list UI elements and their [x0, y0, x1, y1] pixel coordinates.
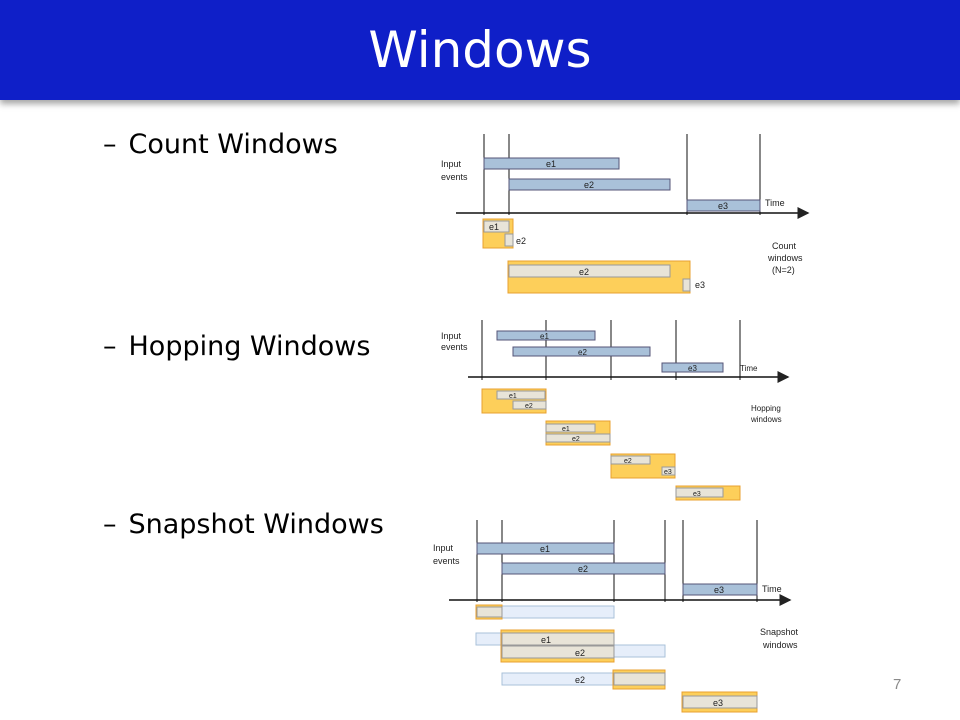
- slide-title: Windows: [368, 21, 592, 79]
- snapshot-windows-label: Snapshot: [760, 627, 799, 637]
- event-label: e2: [572, 436, 580, 443]
- event-label: e2: [624, 458, 632, 465]
- input-events-label: events: [441, 172, 468, 182]
- window-event-e2: [613, 672, 666, 686]
- input-events-label: events: [433, 556, 460, 566]
- event-label: e3: [713, 698, 723, 708]
- hopping-windows-diagram: Input events Time e1 e2 e3 e1 e2 e1 e2 e…: [441, 320, 790, 501]
- window-event-e1: [501, 632, 615, 646]
- window-event-e2: [512, 400, 547, 410]
- time-label: Time: [740, 364, 758, 373]
- window-event-e2: [504, 233, 514, 247]
- count-windows-label: (N=2): [772, 265, 795, 275]
- bullet-text: Count Windows: [128, 129, 338, 160]
- bullet-text: Snapshot Windows: [128, 509, 384, 540]
- title-bar: Windows: [0, 0, 960, 100]
- snapshot-windows-diagram: Input events Time e1 e2 e3 e1 e2 e2 e3: [433, 520, 799, 713]
- window-event-e1: [483, 220, 510, 233]
- window-event-e3: [682, 695, 758, 709]
- event-label: e3: [718, 201, 728, 211]
- input-events-label: Input: [441, 159, 462, 169]
- event-label: e1: [546, 159, 556, 169]
- event-bar-e2: [508, 178, 671, 191]
- bullet-text: Hopping Windows: [128, 331, 371, 362]
- input-events-label: Input: [433, 543, 454, 553]
- bullet-count-windows: – Count Windows: [103, 129, 338, 160]
- event-label: e2: [575, 648, 585, 658]
- window-event-e1: [476, 606, 503, 618]
- count-windows-label: windows: [767, 253, 803, 263]
- event-label: e2: [575, 675, 585, 685]
- event-label: e1: [541, 635, 551, 645]
- event-label: e2: [516, 236, 526, 246]
- bullet-dash: –: [103, 509, 117, 540]
- event-label: e1: [540, 332, 549, 341]
- time-label: Time: [762, 584, 782, 594]
- window-event-e2: [508, 264, 671, 278]
- event-label: e3: [714, 585, 724, 595]
- event-bar-e1: [476, 542, 615, 555]
- window-event-e3: [682, 278, 691, 292]
- event-label: e2: [578, 564, 588, 574]
- event-label: e1: [540, 544, 550, 554]
- event-label: e2: [579, 267, 589, 277]
- window-event-e3: [661, 466, 676, 476]
- count-windows-label: Count: [772, 241, 797, 251]
- event-label: e2: [525, 403, 533, 410]
- bullet-hopping-windows: – Hopping Windows: [103, 331, 370, 362]
- window-event-e2: [501, 645, 615, 659]
- event-label: e3: [688, 364, 697, 373]
- time-label: Time: [765, 198, 785, 208]
- event-bar-e2: [501, 562, 666, 575]
- input-events-label: Input: [441, 331, 462, 341]
- bullet-dash: –: [103, 129, 117, 160]
- event-bar-e1: [483, 157, 620, 170]
- bullet-dash: –: [103, 331, 117, 362]
- window-event-e2: [610, 455, 651, 465]
- hopping-windows-label: windows: [750, 415, 782, 424]
- event-label: e1: [509, 393, 517, 400]
- count-windows-diagram: Input events Time e1 e2 e3 e1 e2 e2 e3 C…: [441, 134, 810, 294]
- event-label: e3: [664, 469, 672, 476]
- input-events-label: events: [441, 342, 468, 352]
- event-label: e1: [489, 222, 499, 232]
- event-label: e3: [693, 491, 701, 498]
- event-label: e1: [562, 426, 570, 433]
- event-bar-e1: [496, 330, 596, 341]
- window-event-e2: [545, 433, 611, 443]
- page-number: 7: [893, 676, 902, 693]
- event-label: e2: [584, 180, 594, 190]
- event-bar-e3: [682, 583, 758, 596]
- window-event-e3: [675, 487, 724, 498]
- event-bar-e3: [686, 199, 761, 212]
- event-bar-e3: [661, 362, 724, 373]
- event-label: e3: [695, 280, 705, 290]
- window-event-e1: [545, 423, 596, 433]
- snapshot-windows-label: windows: [762, 640, 798, 650]
- event-label: e2: [578, 348, 587, 357]
- event-bar-e2: [512, 346, 651, 357]
- window-event-e1: [496, 390, 546, 400]
- hopping-windows-label: Hopping: [751, 404, 781, 413]
- bullet-snapshot-windows: – Snapshot Windows: [103, 509, 384, 540]
